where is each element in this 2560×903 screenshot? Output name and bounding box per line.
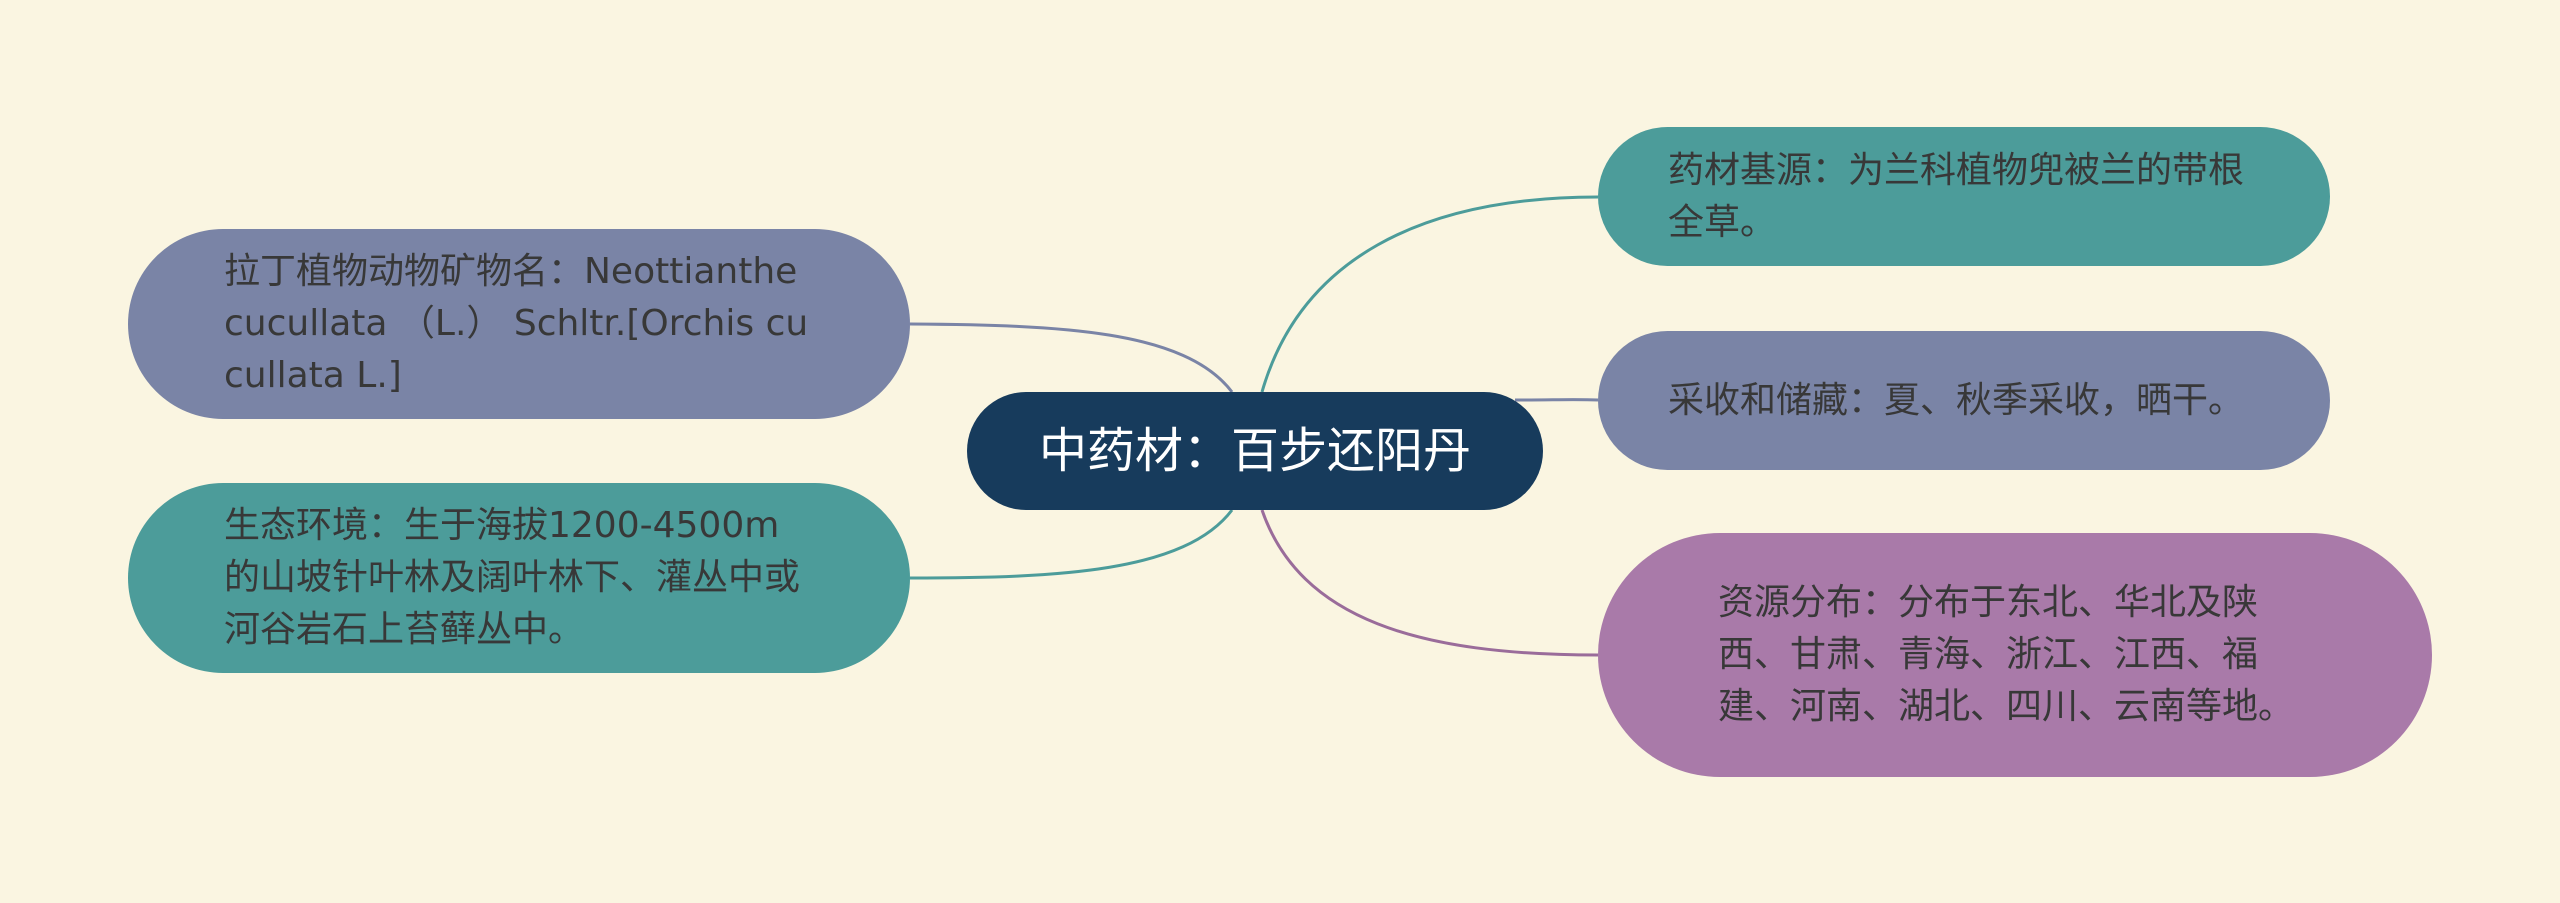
link-right-1 xyxy=(1260,195,1599,393)
topic-harvest-storage[interactable]: 采收和储藏：夏、秋季采收，晒干。 xyxy=(1598,331,2330,470)
topic-habitat-label: 生态环境：生于海拔1200-4500m的山坡针叶林及阔叶林下、灌丛中或河谷岩石上… xyxy=(224,505,801,650)
topic-distribution-label: 资源分布：分布于东北、华北及陕西、甘肃、青海、浙江、江西、福建、河南、湖北、四川… xyxy=(1718,582,2295,727)
topic-distribution[interactable]: 资源分布：分布于东北、华北及陕西、甘肃、青海、浙江、江西、福建、河南、湖北、四川… xyxy=(1598,533,2432,777)
topic-source[interactable]: 药材基源：为兰科植物兜被兰的带根全草。 xyxy=(1598,127,2330,266)
topic-latin-name[interactable]: 拉丁植物动物矿物名：Neottianthe cucullata （L.） Sch… xyxy=(128,229,910,419)
central-topic-label: 中药材：百步还阳丹 xyxy=(1038,423,1471,479)
topic-harvest-storage-label: 采收和储藏：夏、秋季采收，晒干。 xyxy=(1668,379,2245,421)
topic-habitat[interactable]: 生态环境：生于海拔1200-4500m的山坡针叶林及阔叶林下、灌丛中或河谷岩石上… xyxy=(128,483,910,673)
link-left-1 xyxy=(909,322,1234,393)
link-left-2 xyxy=(909,509,1234,580)
topic-source-label: 药材基源：为兰科植物兜被兰的带根全草。 xyxy=(1668,149,2245,243)
topic-latin-name-label: 拉丁植物动物矿物名：Neottianthe cucullata （L.） Sch… xyxy=(224,251,809,396)
central-topic[interactable]: 中药材：百步还阳丹 xyxy=(967,392,1543,510)
link-right-3 xyxy=(1260,509,1599,657)
